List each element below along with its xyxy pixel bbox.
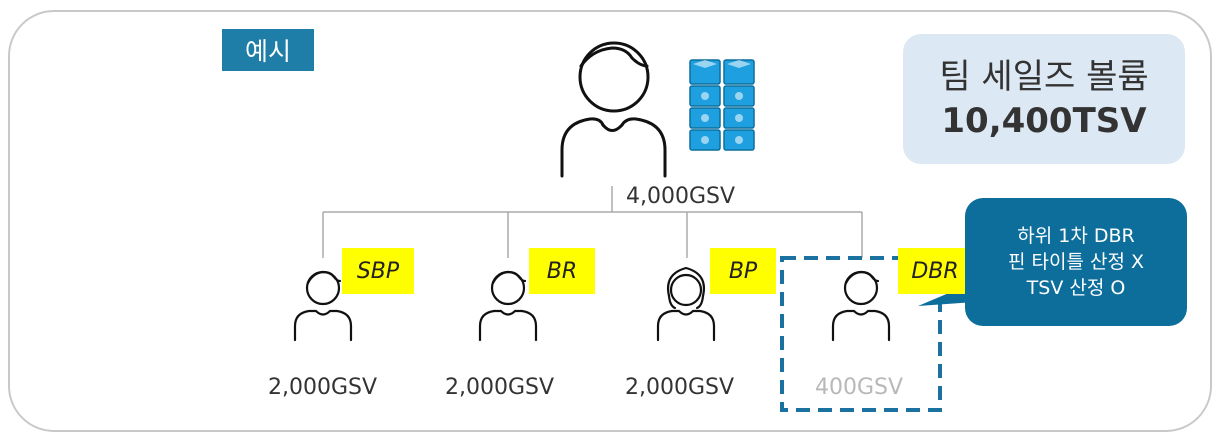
dbr-callout: 하위 1차 DBR 핀 타이틀 산정 X TSV 산정 O	[965, 198, 1187, 326]
team-volume-value: 10,400TSV	[941, 101, 1147, 141]
downline-2-volume: 2,000GSV	[445, 375, 555, 400]
rank-tag-sbp: SBP	[342, 248, 414, 294]
dbr-highlight-box	[780, 256, 942, 412]
callout-line-3: TSV 산정 O	[1026, 277, 1126, 299]
team-volume-summary: 팀 세일즈 볼륨 10,400TSV	[903, 34, 1185, 164]
downline-4-volume: 400GSV	[815, 375, 904, 400]
top-member-person-icon	[560, 41, 667, 178]
downline-1-male-person-icon	[293, 270, 353, 342]
rank-tag-dbr: DBR	[898, 248, 972, 294]
rank-tag-bp: BP	[710, 248, 776, 294]
callout-line-1: 하위 1차 DBR	[1017, 225, 1135, 247]
team-volume-title: 팀 세일즈 볼륨	[939, 57, 1149, 97]
rank-tag-br: BR	[529, 248, 595, 294]
downline-2-male-person-icon	[478, 270, 538, 342]
stacked-cubes-icon	[689, 59, 755, 151]
top-member-volume: 4,000GSV	[626, 184, 736, 209]
example-label: 예시	[222, 29, 314, 71]
downline-4-male-person-icon	[831, 270, 891, 342]
downline-3-volume: 2,000GSV	[625, 375, 735, 400]
downline-3-female-person-icon	[656, 266, 716, 342]
downline-1-volume: 2,000GSV	[268, 375, 378, 400]
tree-connectors	[322, 186, 863, 258]
callout-line-2: 핀 타이틀 산정 X	[1007, 251, 1144, 273]
